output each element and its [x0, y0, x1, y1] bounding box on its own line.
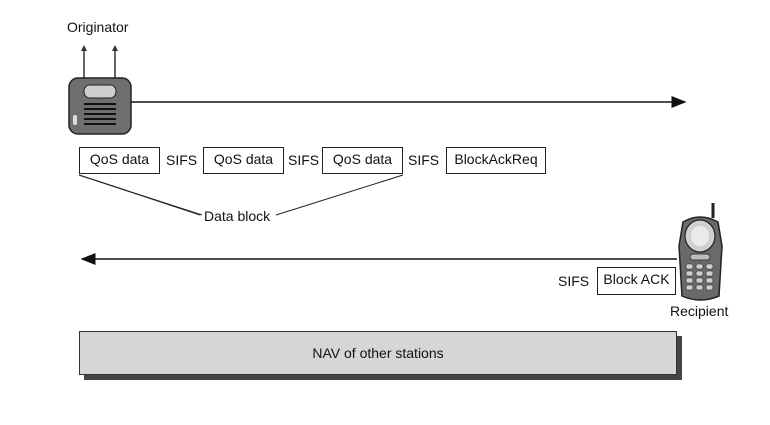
qos-data-frame-3: QoS data: [322, 147, 403, 174]
data-block-label: Data block: [203, 208, 272, 224]
data-block-bracket: [78, 174, 404, 216]
sifs-label-ack: SIFS: [558, 273, 590, 289]
block-ack-frame: Block ACK: [597, 267, 676, 295]
qos-data-frame-1: QoS data: [79, 147, 160, 174]
sifs-label-3: SIFS: [408, 152, 440, 168]
qos-data-frame-2: QoS data: [203, 147, 284, 174]
nav-bar: NAV of other stations: [79, 331, 677, 375]
block-ack-req-frame: BlockAckReq: [446, 147, 546, 174]
recipient-label: Recipient: [670, 303, 729, 319]
originator-label: Originator: [67, 19, 129, 35]
sifs-label-1: SIFS: [166, 152, 198, 168]
access-point-icon: [68, 45, 132, 135]
mobile-phone-icon: [678, 203, 723, 301]
sifs-label-2: SIFS: [288, 152, 320, 168]
